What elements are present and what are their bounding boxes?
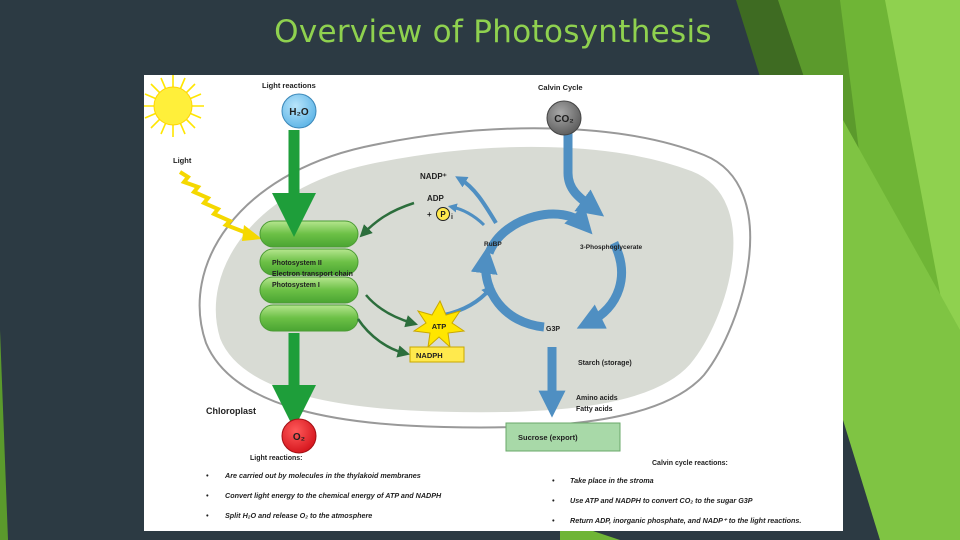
g3p-label: G3P: [546, 326, 560, 333]
light-list-bullet: •: [206, 511, 209, 520]
fatty-acids-label: Fatty acids: [576, 406, 613, 413]
photosystem-ii-label: Photosystem II: [272, 260, 322, 267]
nadp-label: NADP⁺: [420, 172, 447, 181]
calvin-list-item: Return ADP, inorganic phosphate, and NAD…: [570, 516, 801, 525]
nadph-box: [409, 346, 465, 363]
sucrose-label: Sucrose (export): [518, 433, 578, 442]
calvin-cycle-right-arrow: [576, 240, 626, 329]
nadph-label: NADPH: [416, 351, 443, 360]
calvin-list-bullet: •: [552, 516, 555, 525]
slide-title: Overview of Photosynthesis: [274, 14, 712, 50]
phosphoglycerate-label: 3-Phosphoglycerate: [580, 244, 643, 251]
light-list-bullet: •: [206, 491, 209, 500]
light-list-item: Convert light energy to the chemical ene…: [225, 491, 442, 500]
calvin-list-bullet: •: [552, 476, 555, 485]
calvin-reactions-list-title: Calvin cycle reactions:: [652, 460, 728, 467]
calvin-list-item: Use ATP and NADPH to convert CO₂ to the …: [570, 496, 753, 505]
o2-molecule: [281, 418, 317, 454]
h2o-label: H₂O: [289, 107, 309, 118]
decor-left-sliver: [0, 330, 8, 540]
pi-p-label: P: [440, 210, 446, 219]
adp-label: ADP: [427, 194, 445, 203]
starch-label: Starch (storage): [578, 360, 632, 367]
atp-star-icon: [412, 299, 466, 349]
photosynthesis-diagram: H₂O CO₂ O₂ ATP NADPH Sucrose (export) P …: [144, 75, 801, 525]
nadp-adp-to-thylakoid-arrow: [359, 201, 415, 238]
light-zigzag-icon: [178, 170, 253, 237]
rubp-label: RuBP: [484, 241, 502, 248]
amino-acids-label: Amino acids: [576, 395, 618, 402]
phosphate-icon: [436, 207, 450, 221]
chloroplast-label: Chloroplast: [206, 406, 256, 416]
light-list-item: Split H₂O and release O₂ to the atmosphe…: [225, 511, 372, 520]
calvin-to-nadp-arrow: [455, 176, 498, 225]
light-arrowhead: [242, 225, 262, 241]
diagram-panel: H₂O CO₂ O₂ ATP NADPH Sucrose (export) P …: [144, 75, 843, 531]
co2-input-arrow: [563, 133, 605, 217]
thylakoid-to-nadph-arrow: [356, 318, 411, 358]
sun-icon: [144, 75, 204, 137]
thylakoid-to-atp-arrow: [365, 294, 418, 328]
atp-label: ATP: [432, 322, 446, 331]
calvin-cycle-top-arrow: [484, 205, 593, 255]
o2-label: O₂: [293, 432, 305, 443]
calvin-list-item: Take place in the stroma: [570, 476, 654, 485]
plus-label: +: [427, 210, 432, 219]
co2-label: CO₂: [554, 114, 573, 125]
calvin-to-adp-arrow: [447, 203, 486, 227]
sucrose-box: [505, 422, 621, 452]
co2-molecule: [546, 100, 582, 136]
chloroplast-stroma: [213, 144, 736, 415]
calvin-cycle-header: Calvin Cycle: [538, 83, 583, 92]
light-reactions-header: Light reactions: [262, 81, 316, 90]
photosystem-i-label: Photosystem I: [272, 282, 320, 289]
calvin-list-bullet: •: [552, 496, 555, 505]
light-reactions-list-title: Light reactions:: [250, 455, 303, 462]
electron-transport-chain-label: Electron transport chain: [272, 271, 353, 278]
pi-i-label: i: [451, 214, 453, 221]
light-list-bullet: •: [206, 471, 209, 480]
decor-lower-green-shard: [843, 120, 960, 540]
calvin-cycle-bottom-arrow: [470, 246, 545, 332]
h2o-molecule: [281, 93, 317, 129]
light-list-item: Are carried out by molecules in the thyl…: [224, 471, 421, 480]
light-label: Light: [173, 156, 192, 165]
